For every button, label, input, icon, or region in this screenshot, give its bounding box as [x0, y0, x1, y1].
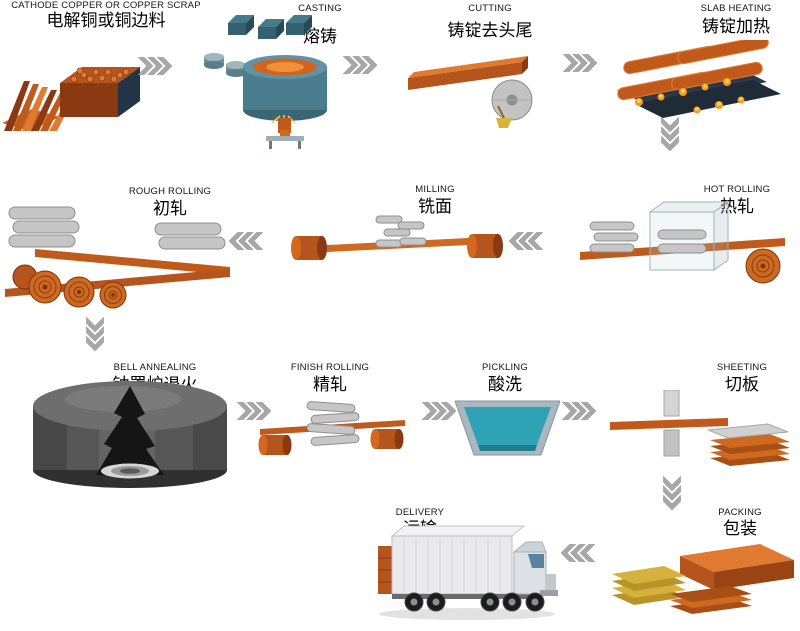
acid-bath — [464, 407, 551, 445]
roll-stack-right — [154, 222, 226, 250]
flow-arrow-right-1 — [138, 57, 172, 75]
finish-mill-rolls — [306, 401, 360, 446]
stage-casting-label-zh: 熔铸 — [303, 27, 337, 46]
brush — [496, 118, 512, 128]
stage-cathode-copper-label-zh: 电解铜或铜边料 — [46, 11, 166, 30]
stage-delivery-label-en: DELIVERY — [395, 507, 445, 518]
stage-cathode-copper-label-en: CATHODE COPPER OR COPPER SCRAP — [11, 0, 201, 11]
flow-arrow-down-1 — [661, 117, 679, 151]
hot-coil — [745, 248, 781, 284]
stage-hot-rolling: HOT ROLLING 热轧 — [580, 183, 800, 297]
heated-slabs — [617, 40, 769, 101]
delivery-truck-illustration — [378, 525, 558, 620]
stage-cutting: CUTTING 铸锭去头尾 — [400, 3, 555, 135]
slab-heating-illustration — [617, 40, 781, 118]
stage-cutting-label-zh: 铸锭去头尾 — [447, 21, 533, 40]
stage-rough-rolling: ROUGH ROLLING 初轧 — [5, 185, 235, 310]
entry-rolls — [589, 221, 639, 253]
bell-annealing-illustration — [33, 381, 227, 488]
tension-drum — [370, 429, 404, 449]
stage-hot-rolling-label-en: HOT ROLLING — [703, 184, 771, 195]
flow-arrow-left-2 — [509, 232, 543, 250]
stage-cathode-copper: CATHODE COPPER OR COPPER SCRAP 电解铜或铜边料 — [0, 0, 215, 140]
stage-sheeting: SHEETING 切板 — [610, 362, 795, 477]
milling-illustration — [291, 215, 503, 260]
packed-slab — [680, 544, 794, 590]
stage-milling-label-en: MILLING — [415, 184, 455, 195]
stage-cutting-label-en: CUTTING — [468, 3, 512, 14]
vertical-caster — [266, 115, 304, 149]
stage-sheeting-label-en: SHEETING — [716, 362, 768, 373]
wheels — [404, 592, 545, 612]
sheet-stack — [707, 423, 790, 466]
packing-illustration — [612, 544, 794, 614]
stage-delivery: DELIVERY 运输 — [372, 507, 567, 627]
flow-arrow-right-3 — [563, 54, 597, 72]
roll-stack-left — [8, 206, 80, 248]
stage-slab-heating: SLAB HEATING 铸锭加热 — [615, 3, 797, 128]
stage-pickling-label-en: PICKLING — [482, 362, 528, 373]
stage-sheeting-label-zh: 切板 — [725, 375, 759, 394]
melting-furnace — [243, 55, 327, 121]
cutaway-wedge — [96, 386, 164, 475]
rough-rolling-illustration — [5, 206, 230, 309]
stage-pickling: PICKLING 酸洗 — [445, 362, 565, 462]
stage-slab-heating-label-en: SLAB HEATING — [700, 3, 772, 14]
stage-packing: PACKING 包装 — [612, 507, 797, 625]
hot-rolling-illustration — [580, 201, 785, 284]
flow-arrow-down-3 — [663, 476, 681, 510]
flow-arrow-right-6 — [562, 402, 596, 420]
flow-arrow-left-1 — [229, 232, 263, 250]
cathode-copper-illustration — [2, 67, 140, 131]
mill-housing — [648, 201, 730, 271]
stage-packing-label-en: PACKING — [718, 507, 762, 518]
flow-arrow-right-2 — [343, 56, 377, 74]
stage-bell-annealing-label-en: BELL ANNEALING — [113, 362, 197, 373]
flow-arrow-down-2 — [86, 317, 104, 351]
trailer-box — [390, 525, 526, 595]
stage-finish-rolling-label-zh: 精轧 — [313, 375, 347, 394]
stage-pickling-label-zh: 酸洗 — [488, 375, 522, 394]
stage-casting-label-en: CASTING — [298, 3, 342, 14]
yellow-sheet-stack — [612, 566, 686, 605]
copper-sheet-stack — [670, 586, 752, 614]
shear-blade-upper — [663, 390, 680, 417]
sheeting-illustration — [610, 390, 790, 466]
pickling-illustration — [455, 400, 560, 456]
cargo-at-rear-door — [378, 546, 394, 594]
ingot-molds — [228, 15, 312, 39]
milling-heads — [375, 215, 427, 248]
stage-finish-rolling: FINISH ROLLING 精轧 — [255, 362, 410, 472]
recoiler-drum — [467, 234, 503, 258]
cutting-illustration — [408, 56, 533, 128]
uncoiler-drum — [291, 236, 327, 260]
copper-coils — [12, 264, 127, 309]
truck-cab — [512, 541, 558, 596]
payoff-drum — [258, 435, 292, 455]
stage-slab-heating-label-zh: 铸锭加热 — [702, 17, 770, 36]
stage-milling-label-zh: 铣面 — [418, 197, 452, 216]
stage-finish-rolling-label-en: FINISH ROLLING — [290, 362, 370, 373]
stage-packing-label-zh: 包装 — [723, 519, 757, 538]
shear-blade-lower — [663, 429, 680, 457]
stage-milling: MILLING 铣面 — [290, 183, 505, 287]
stage-bell-annealing: BELL ANNEALING 钟罩炉退火 — [25, 362, 235, 494]
stage-rough-rolling-label-en: ROUGH ROLLING — [128, 186, 212, 197]
flames — [635, 78, 745, 114]
casting-illustration — [204, 15, 327, 149]
stage-casting: CASTING 熔铸 — [200, 3, 350, 153]
copper-nuggets — [70, 67, 130, 83]
finish-rolling-illustration — [258, 401, 405, 455]
stage-rough-rolling-label-zh: 初轧 — [153, 199, 187, 218]
